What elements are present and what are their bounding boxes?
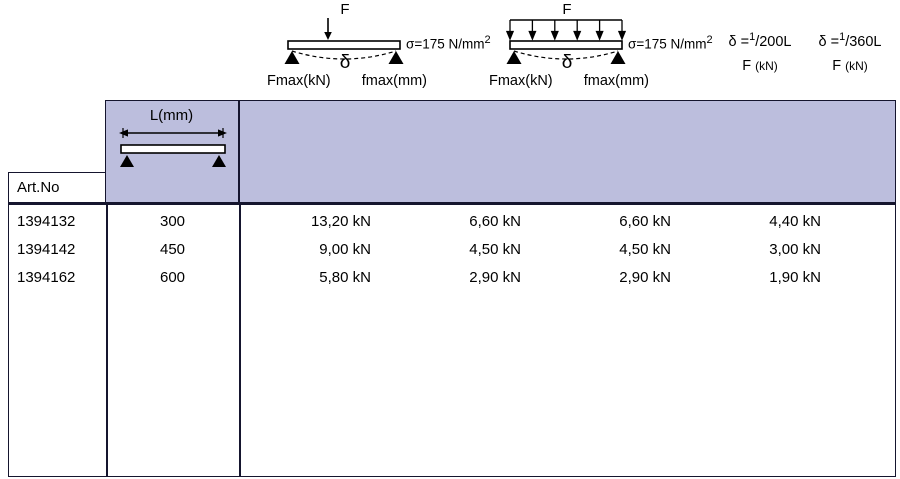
distributed-load-deflection-symbol: δ [561,52,573,73]
beam-load-capacity-table: L(mm) Art.No 1394132 300 13,20 kN 6,60 k… [8,100,896,477]
deflection-header-200L: δ =1/200L F (kN) [700,28,820,75]
deflection-prefix-200L: δ = [728,33,750,50]
table-row: 1394132 300 13,20 kN 6,60 kN 6,60 kN 4,4… [9,208,895,235]
column-divider-artno [106,203,108,476]
cell-force-360L: 1,90 kN [769,269,821,286]
cell-artno: 1394162 [17,269,76,286]
column-divider-length [239,203,241,476]
distributed-load-sublabels: Fmax(kN) fmax(mm) [489,74,649,89]
sigma-text: σ=175 N/mm [628,36,707,52]
cell-artno: 1394142 [17,241,76,258]
cell-fmax-distributed: 2,90 kN [469,269,521,286]
cell-force-200L: 4,50 kN [619,241,671,258]
load-case-diagram-band: F σ=175 N/mm2 δ Fmax(kN) fmax(mm) F [0,0,900,95]
table-header-shaded-band [105,100,896,203]
distributed-load-fmax-mm-label: fmax(mm) [583,73,649,89]
distributed-load-force-label: F [562,1,572,18]
deflection-force-unit-360L: (kN) [845,58,868,73]
sigma-text: σ=175 N/mm [406,36,485,52]
point-load-beam-graphic [284,18,404,64]
point-load-deflection-symbol: δ [339,52,351,73]
deflection-force-unit-200L: (kN) [755,58,778,73]
deflection-numerator-200L: 1 [749,31,756,43]
deflection-force-label-360L: F [832,57,842,74]
cell-fmax-distributed: 4,50 kN [469,241,521,258]
table-body-top-border [9,203,896,205]
deflection-force-label-200L: F [742,57,752,74]
sigma-superscript: 2 [484,34,491,46]
deflection-denominator-200L: /200L [755,33,792,50]
distributed-load-fmax-label: Fmax(kN) [489,73,553,89]
cell-fmax-distributed: 6,60 kN [469,213,521,230]
deflection-numerator-360L: 1 [839,31,846,43]
length-dimension-graphic [119,128,227,167]
distributed-load-stress-label: σ=175 N/mm2 [628,34,713,52]
deflection-prefix-360L: δ = [818,33,840,50]
point-load-force-label: F [340,1,350,18]
deflection-force-row-360L: F (kN) [790,57,900,75]
sigma-superscript: 2 [706,34,713,46]
length-column-header-label: L(mm) [149,107,194,124]
cell-force-200L: 2,90 kN [619,269,671,286]
artno-column-header: Art.No [8,172,105,203]
cell-force-360L: 4,40 kN [769,213,821,230]
deflection-force-row-200L: F (kN) [700,57,820,75]
cell-fmax-point: 9,00 kN [319,241,371,258]
cell-length: 600 [159,269,186,286]
cell-length: 300 [159,213,186,230]
table-body: 1394132 300 13,20 kN 6,60 kN 6,60 kN 4,4… [8,203,896,477]
point-load-fmax-label: Fmax(kN) [267,73,331,89]
cell-fmax-point: 13,20 kN [310,213,371,230]
header-column-divider [238,100,240,203]
table-row: 1394142 450 9,00 kN 4,50 kN 4,50 kN 3,00… [9,236,895,263]
cell-force-200L: 6,60 kN [619,213,671,230]
cell-fmax-point: 5,80 kN [319,269,371,286]
point-load-fmax-mm-label: fmax(mm) [361,73,427,89]
table-row: 1394162 600 5,80 kN 2,90 kN 2,90 kN 1,90… [9,264,895,291]
cell-artno: 1394132 [17,213,76,230]
point-load-stress-label: σ=175 N/mm2 [406,34,491,52]
distributed-load-beam-graphic [505,19,627,64]
cell-force-360L: 3,00 kN [769,241,821,258]
deflection-header-360L: δ =1/360L F (kN) [790,28,900,75]
cell-length: 450 [159,241,186,258]
deflection-denominator-360L: /360L [845,33,882,50]
point-load-sublabels: Fmax(kN) fmax(mm) [267,74,427,89]
